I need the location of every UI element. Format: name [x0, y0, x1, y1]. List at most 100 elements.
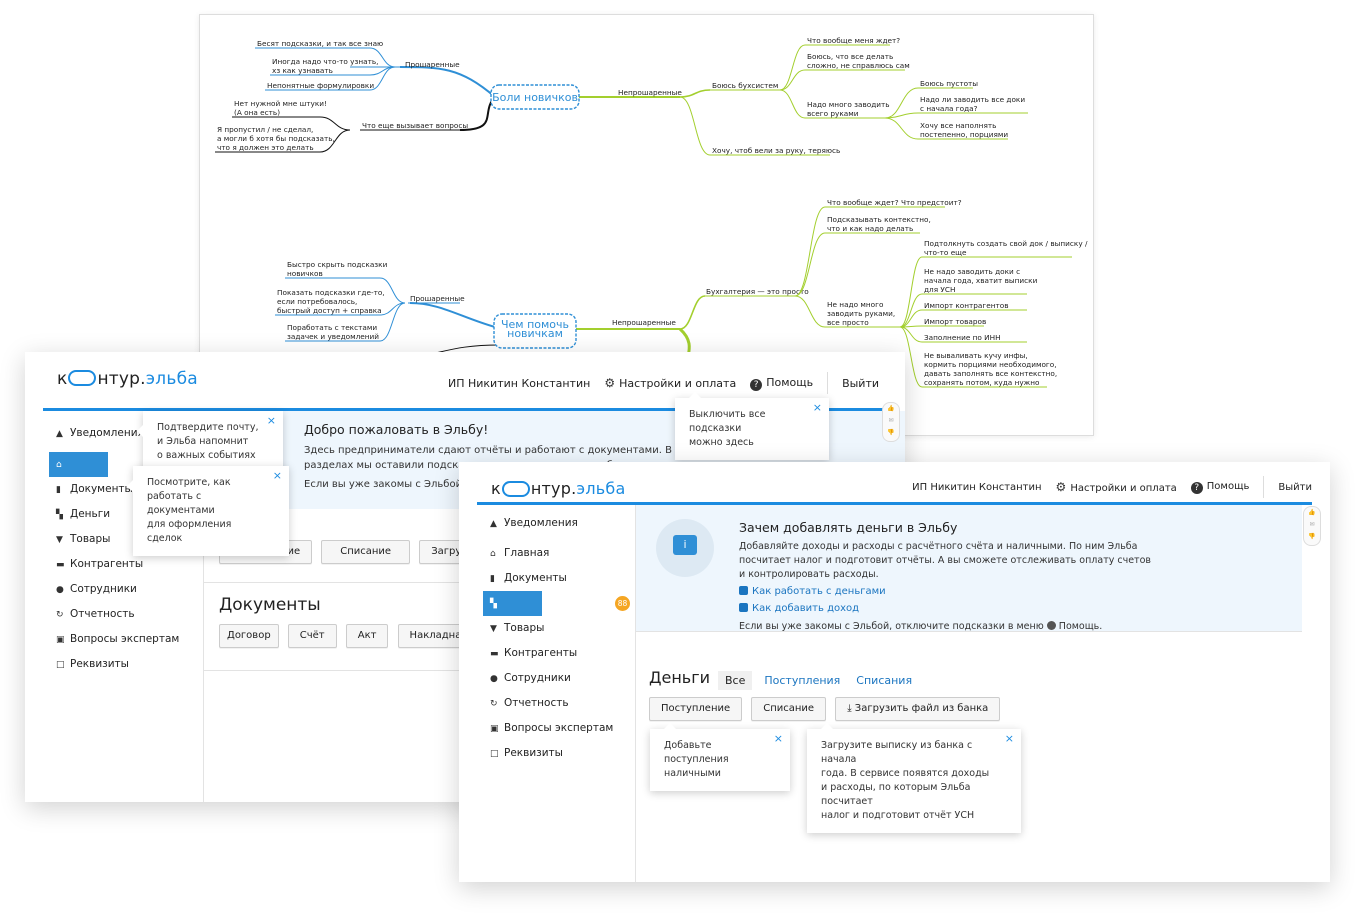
sidebar-item-reports[interactable]: ↻Отчетность: [477, 691, 635, 716]
mindmap-label: Боюсь пустоты: [920, 79, 978, 88]
briefcase-icon: ▬: [56, 560, 65, 570]
upload-bank-button[interactable]: ⤓ Загрузить файл из банка: [835, 697, 1001, 721]
income-button[interactable]: Поступление: [649, 697, 743, 721]
settings-link[interactable]: ⚙Настройки и оплата: [1056, 480, 1177, 494]
notification-badge: 88: [615, 596, 630, 611]
sidebar-item-label: Уведомления: [70, 427, 144, 439]
tooltip-line: года. В сервисе появятся доходы: [821, 768, 990, 779]
sidebar-item-contractors[interactable]: ▬Контрагенты: [43, 552, 203, 577]
mindmap-label: Надо много заводить: [807, 100, 890, 109]
tooltip-line: Выключить все подсказки: [689, 409, 766, 434]
sidebar-item-notifications[interactable]: ▲Уведомления: [43, 421, 203, 446]
mindmap-label: задачек и уведомлений: [287, 332, 379, 341]
act-button[interactable]: Акт: [345, 624, 389, 648]
mindmap-label: с начала года?: [920, 104, 978, 113]
mindmap-label: Непонятные формулировки: [267, 81, 374, 90]
home-icon: ⌂: [490, 549, 496, 559]
expense-button[interactable]: Списание: [751, 697, 827, 721]
close-icon[interactable]: ×: [272, 469, 282, 482]
mindmap-label: Что вообще ждет? Что предстоит?: [827, 198, 962, 207]
logout-link[interactable]: Выйти: [1278, 481, 1312, 493]
top-nav: ИП Никитин Константин ⚙Настройки и оплат…: [912, 476, 1312, 498]
sidebar-item-contractors[interactable]: ▬Контрагенты: [477, 641, 635, 666]
mindmap-label: Хочу все наполнять: [920, 121, 996, 130]
mindmap-branch: [399, 66, 496, 98]
money-icon: ▚: [56, 510, 63, 520]
logo-text: эльба: [576, 479, 626, 498]
user-name[interactable]: ИП Никитин Константин: [912, 481, 1042, 493]
sidebar: ▲Уведомления ⌂Главная ▮Документы ▚Деньги…: [43, 411, 204, 802]
help-link[interactable]: ?Помощь: [750, 376, 813, 391]
tooltip-line: можно здесь: [689, 437, 754, 448]
sidebar-item-money[interactable]: ▚Деньги: [43, 502, 203, 527]
mindmap-branch: [794, 232, 826, 297]
person-icon: ●: [490, 674, 498, 684]
mindmap-label: Нет нужной мне штуки!: [234, 99, 327, 108]
logout-link[interactable]: Выйти: [842, 376, 879, 390]
mindmap-branch: [779, 69, 806, 91]
link-add-income[interactable]: Как добавить доход: [739, 600, 859, 617]
info-line: Добавляйте доходы и расходы с расчётного…: [739, 541, 1138, 552]
welcome-line: Здесь предприниматели сдают отчёты и раб…: [304, 445, 733, 456]
tab-income[interactable]: Поступления: [764, 674, 841, 687]
sidebar-item-label: Документы: [504, 572, 567, 584]
tooltip-line: Добавьте поступления: [664, 740, 729, 765]
close-icon[interactable]: ×: [1004, 732, 1014, 745]
person-icon: ●: [56, 585, 64, 595]
sidebar-item-reports[interactable]: ↻Отчетность: [43, 602, 203, 627]
sidebar-item-home[interactable]: ⌂Главная: [477, 541, 635, 566]
mindmap-label: Импорт контрагентов: [924, 301, 1009, 310]
document-icon: ▮: [56, 485, 61, 495]
sidebar-item-requisites[interactable]: □Реквизиты: [43, 652, 203, 677]
sidebar-item-goods[interactable]: ▼Товары: [477, 616, 635, 641]
link-how-money[interactable]: Как работать с деньгами: [739, 583, 886, 600]
mindmap-label: новичков: [287, 269, 323, 278]
feedback-widget[interactable]: 👍✉👎: [882, 402, 900, 442]
sidebar-item-label: Сотрудники: [504, 672, 571, 684]
tooltip-line: и Эльба напомнит: [157, 436, 249, 447]
feedback-widget[interactable]: 👍✉👎: [1303, 506, 1321, 546]
close-icon[interactable]: ×: [812, 401, 822, 414]
mindmap-branch: [409, 302, 496, 328]
sidebar-item-notifications[interactable]: ▲Уведомления: [477, 511, 635, 536]
sidebar-item-label: Сотрудники: [70, 583, 137, 595]
logo-text: нтур: [530, 479, 572, 498]
sidebar-item-documents[interactable]: ▮Документы: [43, 477, 203, 502]
settings-link[interactable]: ⚙Настройки и оплата: [604, 376, 736, 390]
tab-expenses[interactable]: Списания: [856, 674, 913, 687]
contract-button[interactable]: Договор: [219, 624, 279, 648]
mindmap-label: Прошаренные: [405, 60, 460, 69]
sidebar-item-employees[interactable]: ● Сотрудники: [43, 577, 203, 602]
mindmap-label: Что еще вызывает вопросы: [362, 121, 468, 130]
mindmap-label: Надо ли заводить все доки: [920, 95, 1025, 104]
sidebar-item-employees[interactable]: ● Сотрудники: [477, 666, 635, 691]
tab-all[interactable]: Все: [718, 671, 753, 690]
video-icon: [739, 603, 748, 612]
sidebar-item-goods[interactable]: ▼Товары: [43, 527, 203, 552]
sidebar-item-experts[interactable]: ▣Вопросы экспертам: [477, 716, 635, 741]
expense-button[interactable]: Списание: [321, 540, 411, 564]
cart-icon: ▼: [56, 535, 63, 545]
mindmap-label: Подсказывать контекстно,: [827, 215, 931, 224]
sidebar-item-home[interactable]: ⌂Главная: [49, 452, 108, 496]
mindmap-central-node: [493, 313, 577, 349]
mindmap-branch: [379, 302, 406, 342]
close-icon[interactable]: ×: [773, 732, 783, 745]
sidebar-item-experts[interactable]: ▣Вопросы экспертам: [43, 627, 203, 652]
sidebar-item-label: Товары: [504, 622, 545, 634]
mindmap-label: что и как надо делать: [827, 224, 913, 233]
close-icon[interactable]: ×: [266, 414, 276, 427]
sidebar-item-documents[interactable]: ▮Документы: [477, 566, 635, 591]
sidebar-item-requisites[interactable]: □Реквизиты: [477, 741, 635, 766]
invoice-button[interactable]: Счёт: [287, 624, 337, 648]
upload-bank-label: Загрузить файл из банка: [854, 703, 989, 714]
mindmap-label: всего руками: [807, 109, 859, 118]
user-name[interactable]: ИП Никитин Константин: [447, 376, 591, 390]
help-link[interactable]: ?Помощь: [1190, 481, 1249, 494]
divider: [827, 372, 829, 394]
sidebar-item-money[interactable]: ▚Деньги 88: [483, 591, 630, 635]
